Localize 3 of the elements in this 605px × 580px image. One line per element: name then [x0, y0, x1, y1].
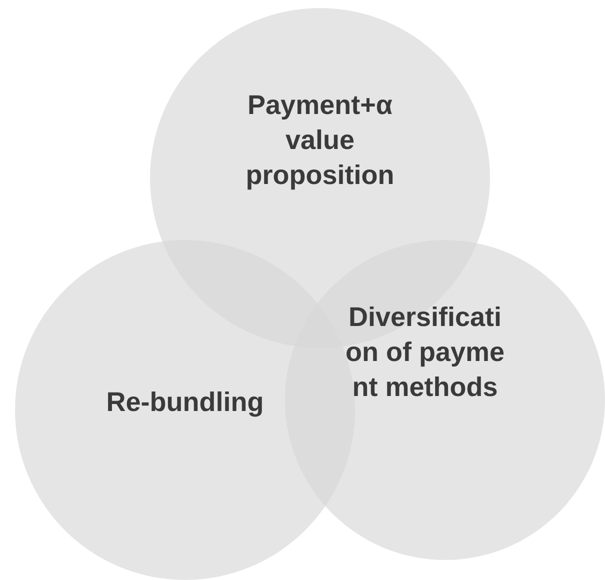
circle-label: Diversification of payment methods	[345, 301, 505, 404]
circle-label: Payment+α value proposition	[244, 89, 396, 192]
circle-label: Re-bundling	[105, 386, 265, 419]
